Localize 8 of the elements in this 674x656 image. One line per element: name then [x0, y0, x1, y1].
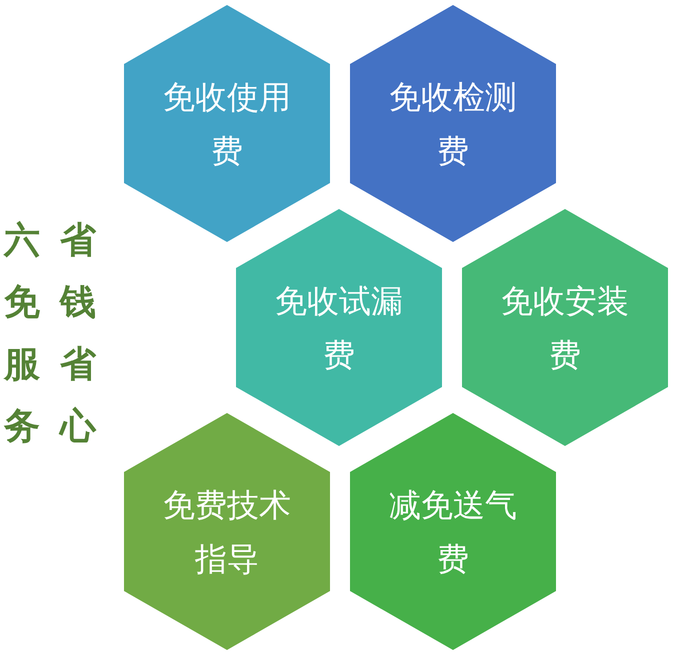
- hexagon-box: 减免送气费: [350, 413, 556, 650]
- vertical-slogan: 六免服务: [2, 219, 41, 449]
- hexagon-box: 免收安装费: [462, 209, 668, 446]
- hexagon-box: 免收使用费: [124, 5, 330, 242]
- hexagon-box: 免收试漏费: [236, 209, 442, 446]
- vertical-slogan: 省钱省心: [58, 219, 98, 449]
- hexagon-box: 免费技术指导: [124, 413, 330, 650]
- hexagon-box: 免收检测费: [350, 5, 556, 242]
